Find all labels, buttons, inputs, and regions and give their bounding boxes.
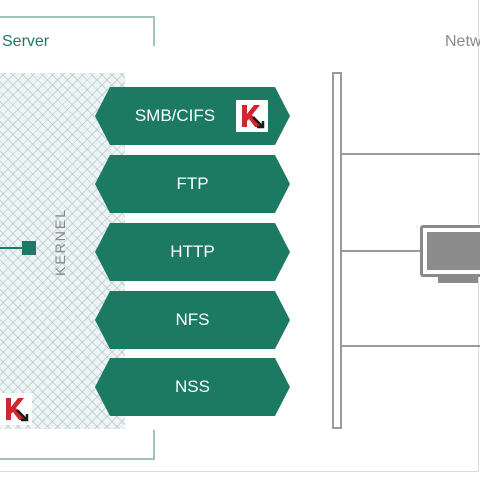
server-bracket-top (0, 16, 155, 46)
protocol-arrow-nfs: NFS (95, 291, 290, 349)
kernel-connector-line (0, 247, 24, 249)
network-link-line (342, 345, 480, 347)
kernel-connector-node (22, 241, 36, 255)
computer-monitor-icon (420, 225, 480, 277)
network-label: Netw (445, 33, 480, 50)
protocol-label: FTP (176, 174, 209, 193)
kaspersky-k-icon (0, 393, 32, 425)
protocol-arrow-http: HTTP (95, 223, 290, 281)
network-link-line (342, 250, 422, 252)
protocol-arrow-nss: NSS (95, 358, 290, 416)
protocol-label: SMB/CIFS (134, 106, 216, 125)
protocol-label: NSS (175, 377, 210, 396)
server-bracket-bottom (0, 430, 155, 460)
protocol-label: HTTP (170, 242, 215, 261)
network-bus-bar (332, 72, 342, 429)
protocol-arrow-ftp: FTP (95, 155, 290, 213)
server-label: Server (2, 33, 50, 50)
monitor-stand (438, 277, 478, 283)
kernel-label: KERNEL (52, 207, 68, 277)
kaspersky-k-icon (236, 100, 268, 132)
protocol-arrow-smb: SMB/CIFS (95, 87, 290, 145)
protocol-label: NFS (175, 310, 210, 329)
network-link-line (342, 153, 480, 155)
